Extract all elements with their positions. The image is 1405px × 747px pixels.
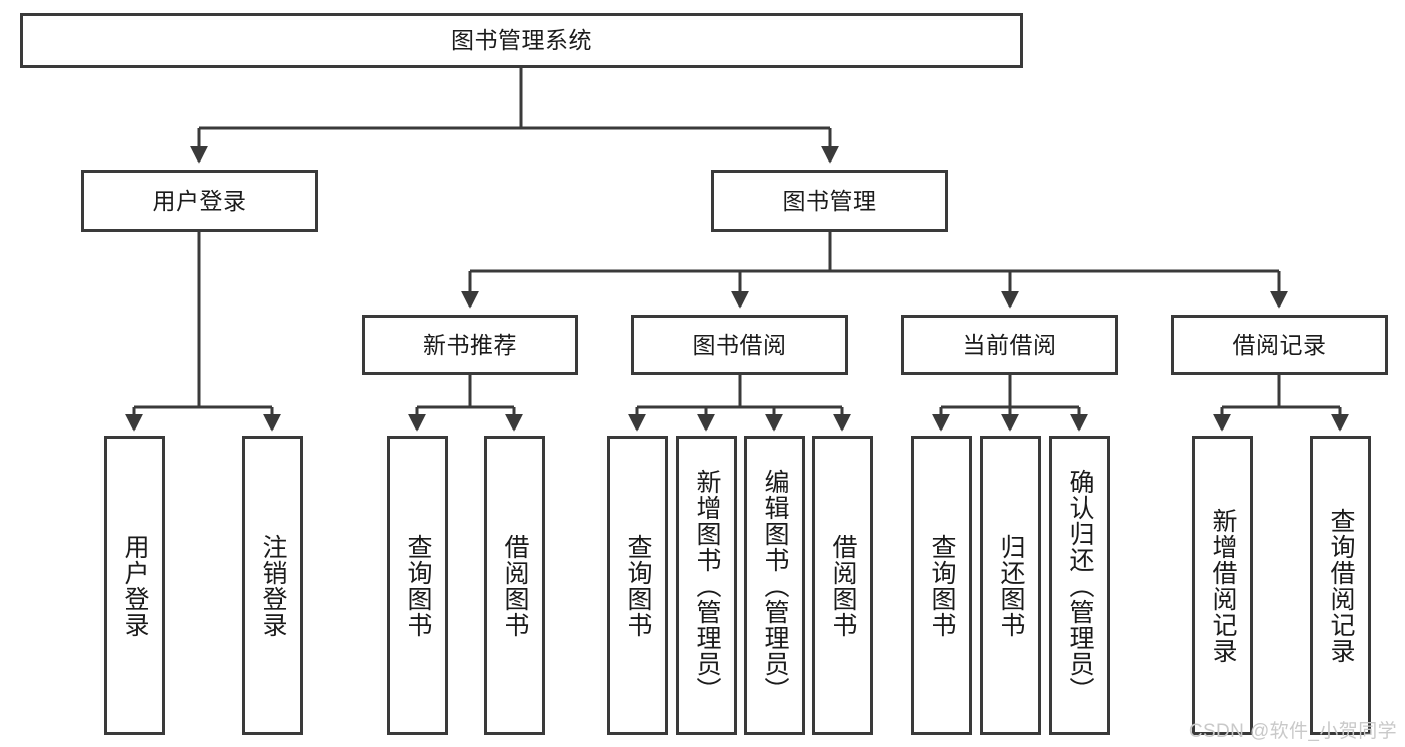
leaf-new-book-2-label: 借阅图书 [501,533,529,638]
leaf-current-borrow-3-label: 确认归还（管理员） [1066,468,1094,703]
node-borrow-record[interactable]: 借阅记录 [1171,315,1388,375]
leaf-current-borrow-1[interactable]: 查询图书 [911,436,972,735]
leaf-borrow-record-1-label: 新增借阅记录 [1209,507,1237,664]
node-book-borrow[interactable]: 图书借阅 [631,315,848,375]
leaf-borrow-record-2[interactable]: 查询借阅记录 [1310,436,1371,735]
leaf-book-borrow-4[interactable]: 借阅图书 [812,436,873,735]
leaf-borrow-record-1[interactable]: 新增借阅记录 [1192,436,1253,735]
leaf-book-borrow-2[interactable]: 新增图书（管理员） [676,436,737,735]
node-user-login[interactable]: 用户登录 [81,170,318,232]
leaf-user-login-1-label: 用户登录 [121,533,149,638]
node-current-borrow[interactable]: 当前借阅 [901,315,1118,375]
node-new-book-recommend-label: 新书推荐 [423,331,517,358]
node-book-manage-label: 图书管理 [782,187,877,214]
node-user-login-label: 用户登录 [152,187,247,214]
node-book-manage[interactable]: 图书管理 [711,170,948,232]
leaf-borrow-record-2-label: 查询借阅记录 [1327,507,1355,664]
leaf-book-borrow-1[interactable]: 查询图书 [607,436,668,735]
leaf-current-borrow-3[interactable]: 确认归还（管理员） [1049,436,1110,735]
leaf-user-login-2-label: 注销登录 [259,533,287,638]
leaf-new-book-1[interactable]: 查询图书 [387,436,448,735]
leaf-current-borrow-1-label: 查询图书 [928,533,956,638]
csdn-watermark: CSDN @软件_小贺同学 [1188,721,1397,742]
node-book-borrow-label: 图书借阅 [692,331,787,358]
leaf-current-borrow-2[interactable]: 归还图书 [980,436,1041,735]
node-new-book-recommend[interactable]: 新书推荐 [362,315,578,375]
leaf-current-borrow-2-label: 归还图书 [997,533,1025,638]
leaf-book-borrow-4-label: 借阅图书 [829,533,857,638]
leaf-book-borrow-3-label: 编辑图书（管理员） [761,468,789,703]
leaf-new-book-2[interactable]: 借阅图书 [484,436,545,735]
leaf-book-borrow-3[interactable]: 编辑图书（管理员） [744,436,805,735]
node-current-borrow-label: 当前借阅 [962,331,1057,358]
leaf-user-login-1[interactable]: 用户登录 [104,436,165,735]
leaf-new-book-1-label: 查询图书 [404,533,432,638]
leaf-book-borrow-1-label: 查询图书 [624,533,652,638]
node-root[interactable]: 图书管理系统 [20,13,1023,68]
node-root-label: 图书管理系统 [451,27,592,54]
leaf-book-borrow-2-label: 新增图书（管理员） [693,468,721,703]
leaf-user-login-2[interactable]: 注销登录 [242,436,303,735]
node-borrow-record-label: 借阅记录 [1232,331,1327,358]
